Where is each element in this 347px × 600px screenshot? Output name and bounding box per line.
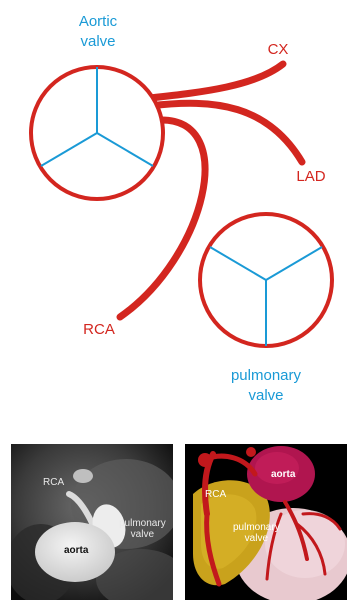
render-aorta-label: aorta bbox=[271, 469, 295, 480]
ct-aorta-label: aorta bbox=[64, 545, 88, 556]
render-pulmonary-label-line2: valve bbox=[233, 533, 280, 544]
aortic-valve bbox=[31, 67, 163, 199]
cx-label: CX bbox=[258, 40, 298, 60]
ct-rca-label: RCA bbox=[43, 477, 64, 488]
ct-scan-image: RCA aorta pulmonary valve bbox=[11, 444, 173, 600]
aortic-valve-label-line2: valve bbox=[50, 32, 146, 52]
lad-label: LAD bbox=[286, 167, 336, 187]
heart-3d-render: aorta RCA pulmonary valve bbox=[185, 444, 347, 600]
coronary-diagram bbox=[0, 0, 347, 420]
aortic-valve-label-line1: Aortic bbox=[50, 12, 146, 32]
render-rca-label: RCA bbox=[205, 489, 226, 500]
render-pulmonary-label-line1: pulmonary bbox=[233, 522, 280, 533]
pulmonary-valve bbox=[200, 214, 332, 346]
pulmonary-valve-label-line2: valve bbox=[208, 386, 324, 406]
ct-pulmonary-label-line1: pulmonary bbox=[119, 518, 166, 529]
lad-artery bbox=[150, 103, 302, 162]
pulmonary-valve-label-line1: pulmonary bbox=[208, 366, 324, 386]
ct-pulmonary-label-line2: valve bbox=[119, 529, 166, 540]
aortic-valve-label: Aortic valve bbox=[50, 12, 146, 52]
rca-label: RCA bbox=[74, 320, 124, 340]
pulmonary-valve-label: pulmonary valve bbox=[208, 366, 324, 406]
cx-artery bbox=[150, 64, 283, 98]
render-pulmonary-label: pulmonary valve bbox=[233, 522, 280, 544]
ct-pulmonary-label: pulmonary valve bbox=[119, 518, 166, 540]
